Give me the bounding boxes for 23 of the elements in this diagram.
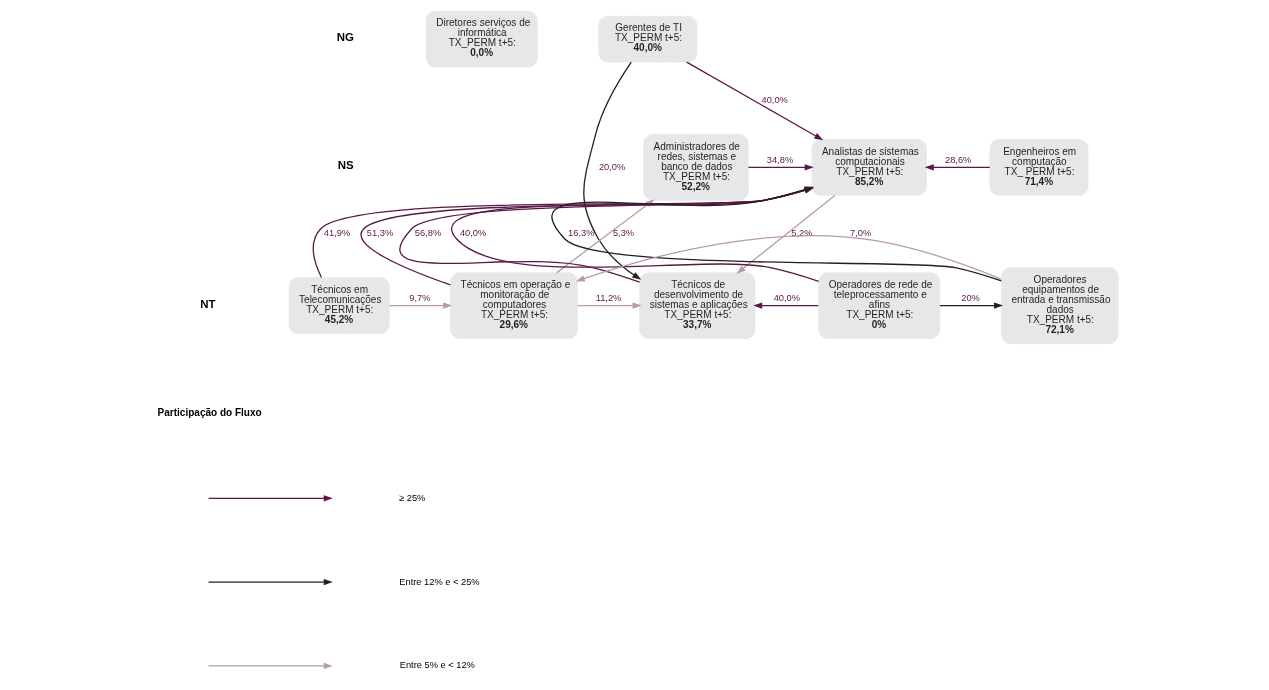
- label: NG: [336, 31, 354, 44]
- edge-label: 40,0%: [760, 95, 788, 106]
- edge-label: 11,2%: [595, 292, 621, 303]
- edge-label: 40,0%: [773, 292, 800, 303]
- label: NT: [199, 297, 215, 310]
- edge-label: 40,0%: [459, 228, 486, 239]
- edge-label: 20,0%: [598, 161, 625, 172]
- edge-label: 34,8%: [766, 154, 793, 165]
- edge-label: 56,8%: [414, 228, 441, 239]
- edge-label: 5,3%: [612, 228, 634, 239]
- legend-label: ≥ 25%: [398, 492, 425, 503]
- edge-label: 20%: [960, 292, 980, 303]
- edge-label: 5,2%: [790, 228, 812, 239]
- edge-label: 7,0%: [849, 228, 871, 239]
- edge-label: 16,3%: [567, 228, 594, 239]
- legend-label: Entre 12% e < 25%: [398, 576, 480, 587]
- edge-label: 28,6%: [944, 154, 971, 165]
- edge-label: 51,3%: [366, 228, 393, 239]
- legend-label: Entre 5% e < 12%: [399, 660, 475, 671]
- label: Participação do Fluxo: [157, 407, 262, 419]
- label: NS: [337, 159, 354, 172]
- edge-label: 9,7%: [408, 292, 431, 303]
- edge-label: 41,9%: [323, 228, 350, 239]
